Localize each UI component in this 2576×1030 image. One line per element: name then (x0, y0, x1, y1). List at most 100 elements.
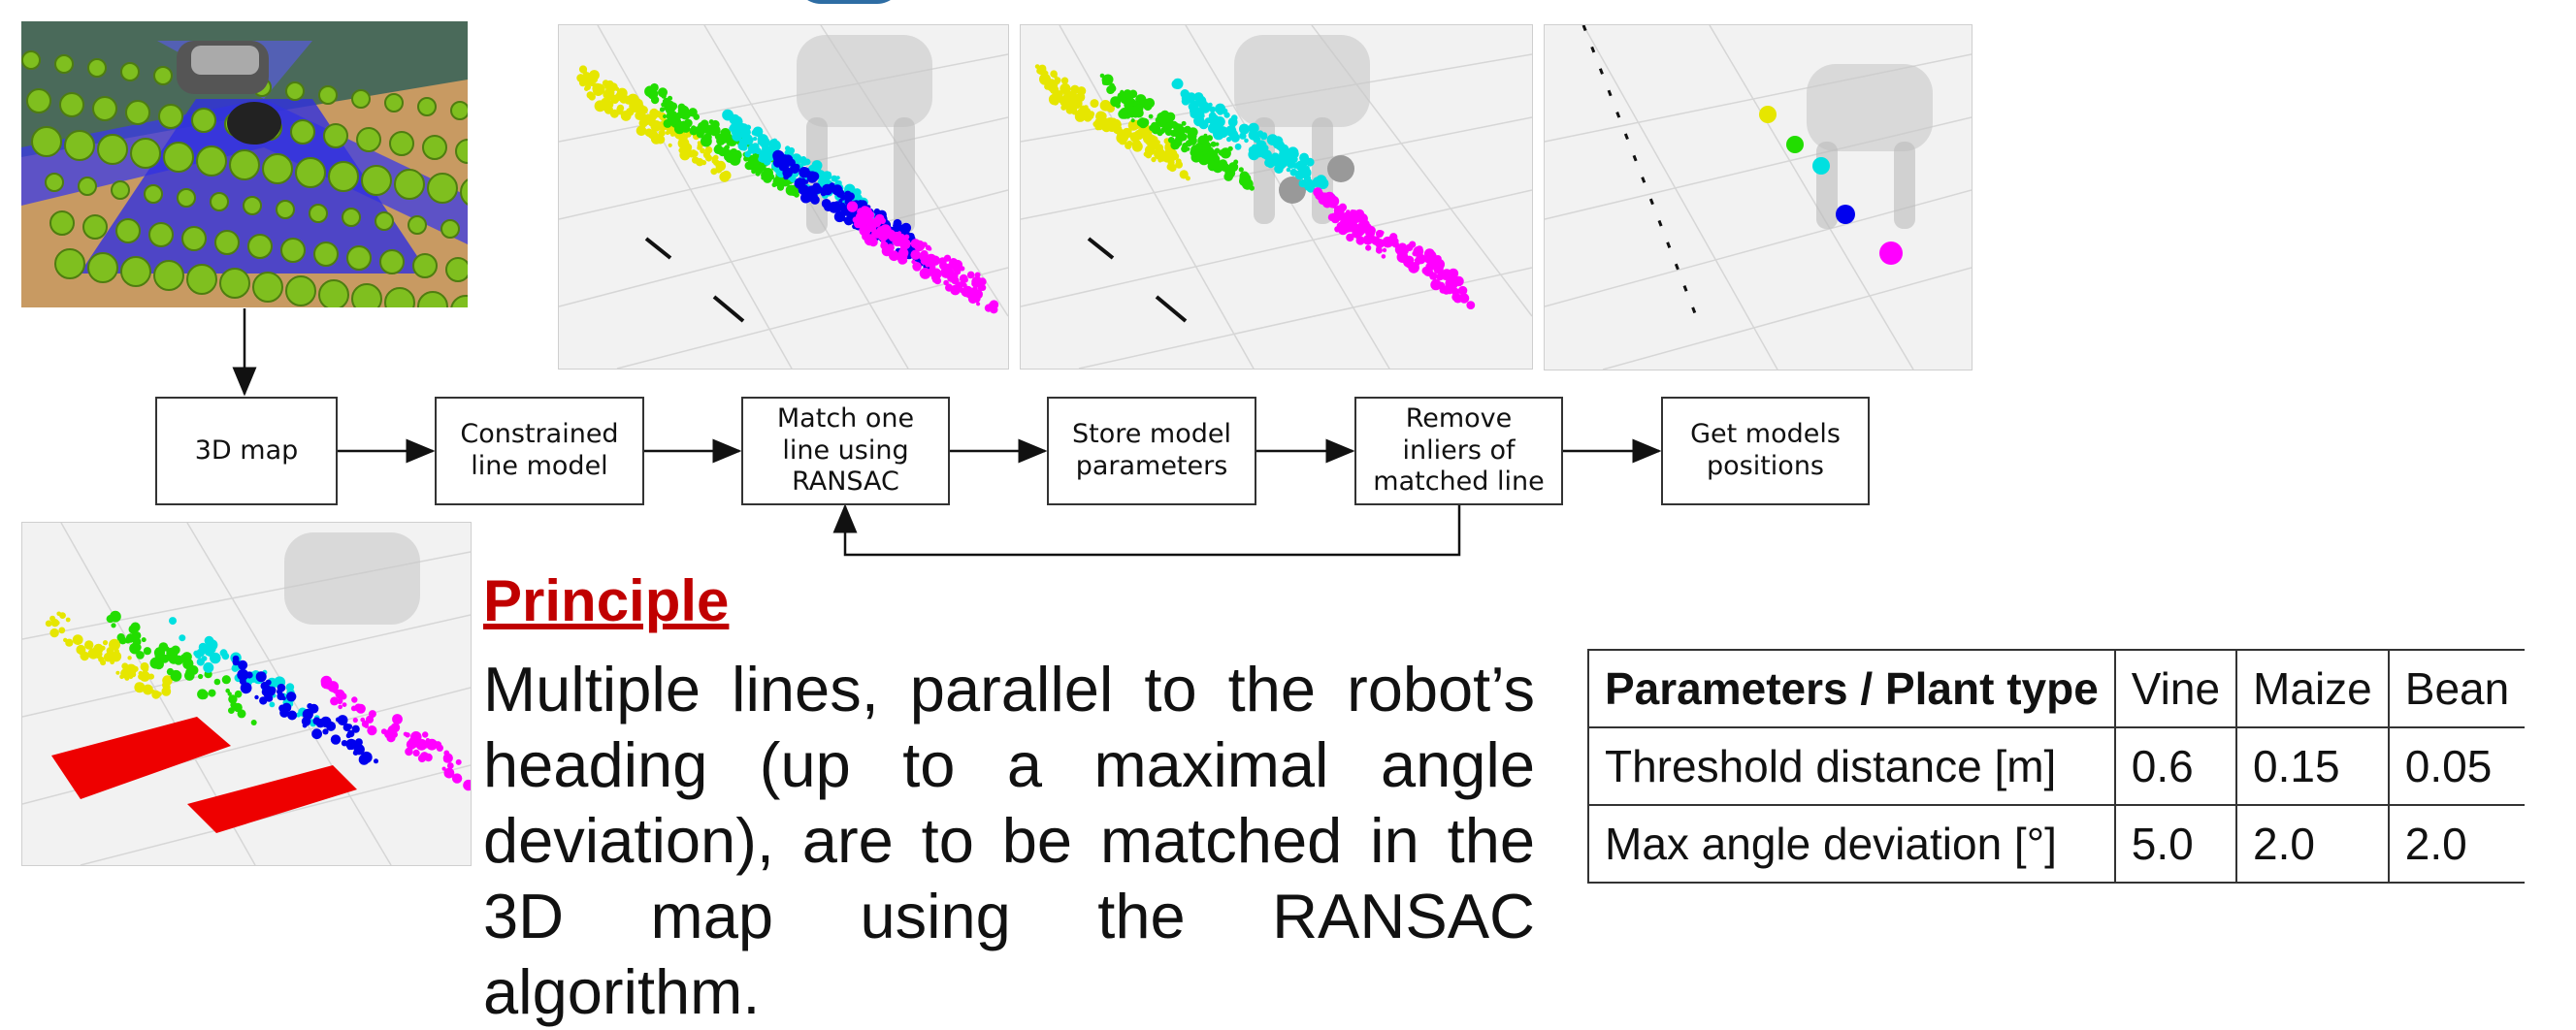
cloud-point (678, 143, 683, 147)
cloud-point (1151, 124, 1161, 135)
cloud-point (953, 274, 959, 279)
cloud-point (680, 138, 689, 146)
cloud-point (1466, 301, 1476, 309)
plant (82, 214, 108, 240)
cloud-point (1099, 73, 1105, 79)
cloud-point (127, 656, 132, 660)
cloud-point (1102, 74, 1114, 85)
cloud-point (1286, 167, 1291, 173)
cloud-point (1362, 235, 1374, 245)
cloud-point (1115, 103, 1121, 109)
cloud-point (367, 725, 377, 736)
plant (375, 211, 394, 231)
table-cell: 0.6 (2113, 726, 2238, 806)
simulation-view-image (21, 21, 468, 307)
cloud-point (277, 689, 283, 695)
cloud-point (281, 695, 286, 701)
cloud-point (1248, 148, 1260, 161)
table-cell: 2.0 (2387, 804, 2526, 884)
cloud-point (1334, 226, 1341, 233)
cloud-point (208, 689, 216, 697)
cloud-point (352, 717, 358, 724)
cloud-point (940, 267, 953, 278)
cloud-point (1037, 66, 1047, 76)
plant (412, 253, 438, 278)
cloud-point (1304, 177, 1309, 181)
plant (45, 173, 64, 192)
cloud-point (964, 289, 975, 299)
cloud-point (711, 158, 717, 164)
cloud-point (972, 295, 981, 304)
plant (97, 134, 128, 165)
cloud-point (228, 707, 235, 714)
cloud-point (265, 679, 272, 686)
cloud-point (1212, 162, 1223, 174)
cloud-point (391, 731, 398, 738)
cloud-point (918, 242, 924, 248)
cloud-point (1289, 151, 1297, 160)
plant (328, 161, 359, 192)
cloud-point (1343, 216, 1353, 225)
cloud-point (1167, 119, 1174, 127)
cloud-point (1185, 140, 1192, 147)
cloud-point (990, 305, 995, 309)
table-header-cell: Parameters / Plant type (1587, 649, 2116, 728)
cloud-point (193, 650, 200, 657)
cloud-point (141, 637, 147, 643)
plant (181, 226, 207, 251)
table-row: Threshold distance [m] 0.6 0.15 0.05 (1587, 726, 2526, 806)
cloud-point (813, 161, 821, 170)
cloud-point (426, 738, 438, 751)
plant (59, 92, 84, 117)
cloud-point (134, 682, 146, 693)
cloud-point (296, 712, 301, 718)
cloud-point (1054, 77, 1061, 84)
plant (87, 252, 118, 283)
cloud-point (1190, 105, 1200, 116)
cloud-point (785, 184, 797, 196)
cloud-point (1331, 204, 1337, 209)
cloud-point (592, 82, 598, 87)
cloud-point (755, 147, 762, 155)
plant (49, 210, 75, 236)
cloud-point (162, 683, 171, 692)
step-constrained-line-model: Constrained line model (435, 397, 644, 505)
cloud-point (809, 172, 820, 181)
cloud-point (227, 692, 232, 696)
plant (290, 119, 315, 145)
cloud-point (1075, 110, 1084, 119)
cloud-point (644, 128, 654, 137)
plant (262, 153, 293, 184)
cloud-point (463, 779, 471, 791)
cloud-point (880, 241, 889, 250)
cloud-point (49, 628, 59, 638)
cloud-point (250, 720, 257, 725)
plant (285, 81, 305, 101)
cloud-point (1094, 124, 1101, 131)
cloud-point (1412, 250, 1418, 257)
cloud-point (750, 153, 762, 166)
cloud-point (836, 180, 842, 186)
cloud-point (84, 640, 94, 650)
cloud-point (1139, 117, 1150, 127)
matched-lines-image (21, 522, 472, 866)
cloud-point (1195, 145, 1202, 152)
cloud-point (50, 619, 59, 628)
cloud-point (1126, 96, 1134, 105)
cloud-point (1108, 84, 1117, 93)
cloud-point (846, 201, 859, 212)
cloud-point (92, 646, 102, 655)
cloud-point (786, 148, 795, 157)
cloud-point (1217, 125, 1223, 133)
cloud-point (1187, 131, 1197, 142)
cloud-point (1318, 177, 1325, 185)
cloud-point (59, 612, 66, 619)
cloud-point (267, 686, 277, 695)
cloud-point (1266, 134, 1279, 145)
cloud-point (1416, 245, 1423, 253)
cloud-point (1208, 122, 1219, 134)
cloud-point (766, 151, 774, 159)
cloud-point (701, 128, 707, 134)
cloud-point (441, 766, 446, 771)
cloud-point (729, 125, 735, 132)
